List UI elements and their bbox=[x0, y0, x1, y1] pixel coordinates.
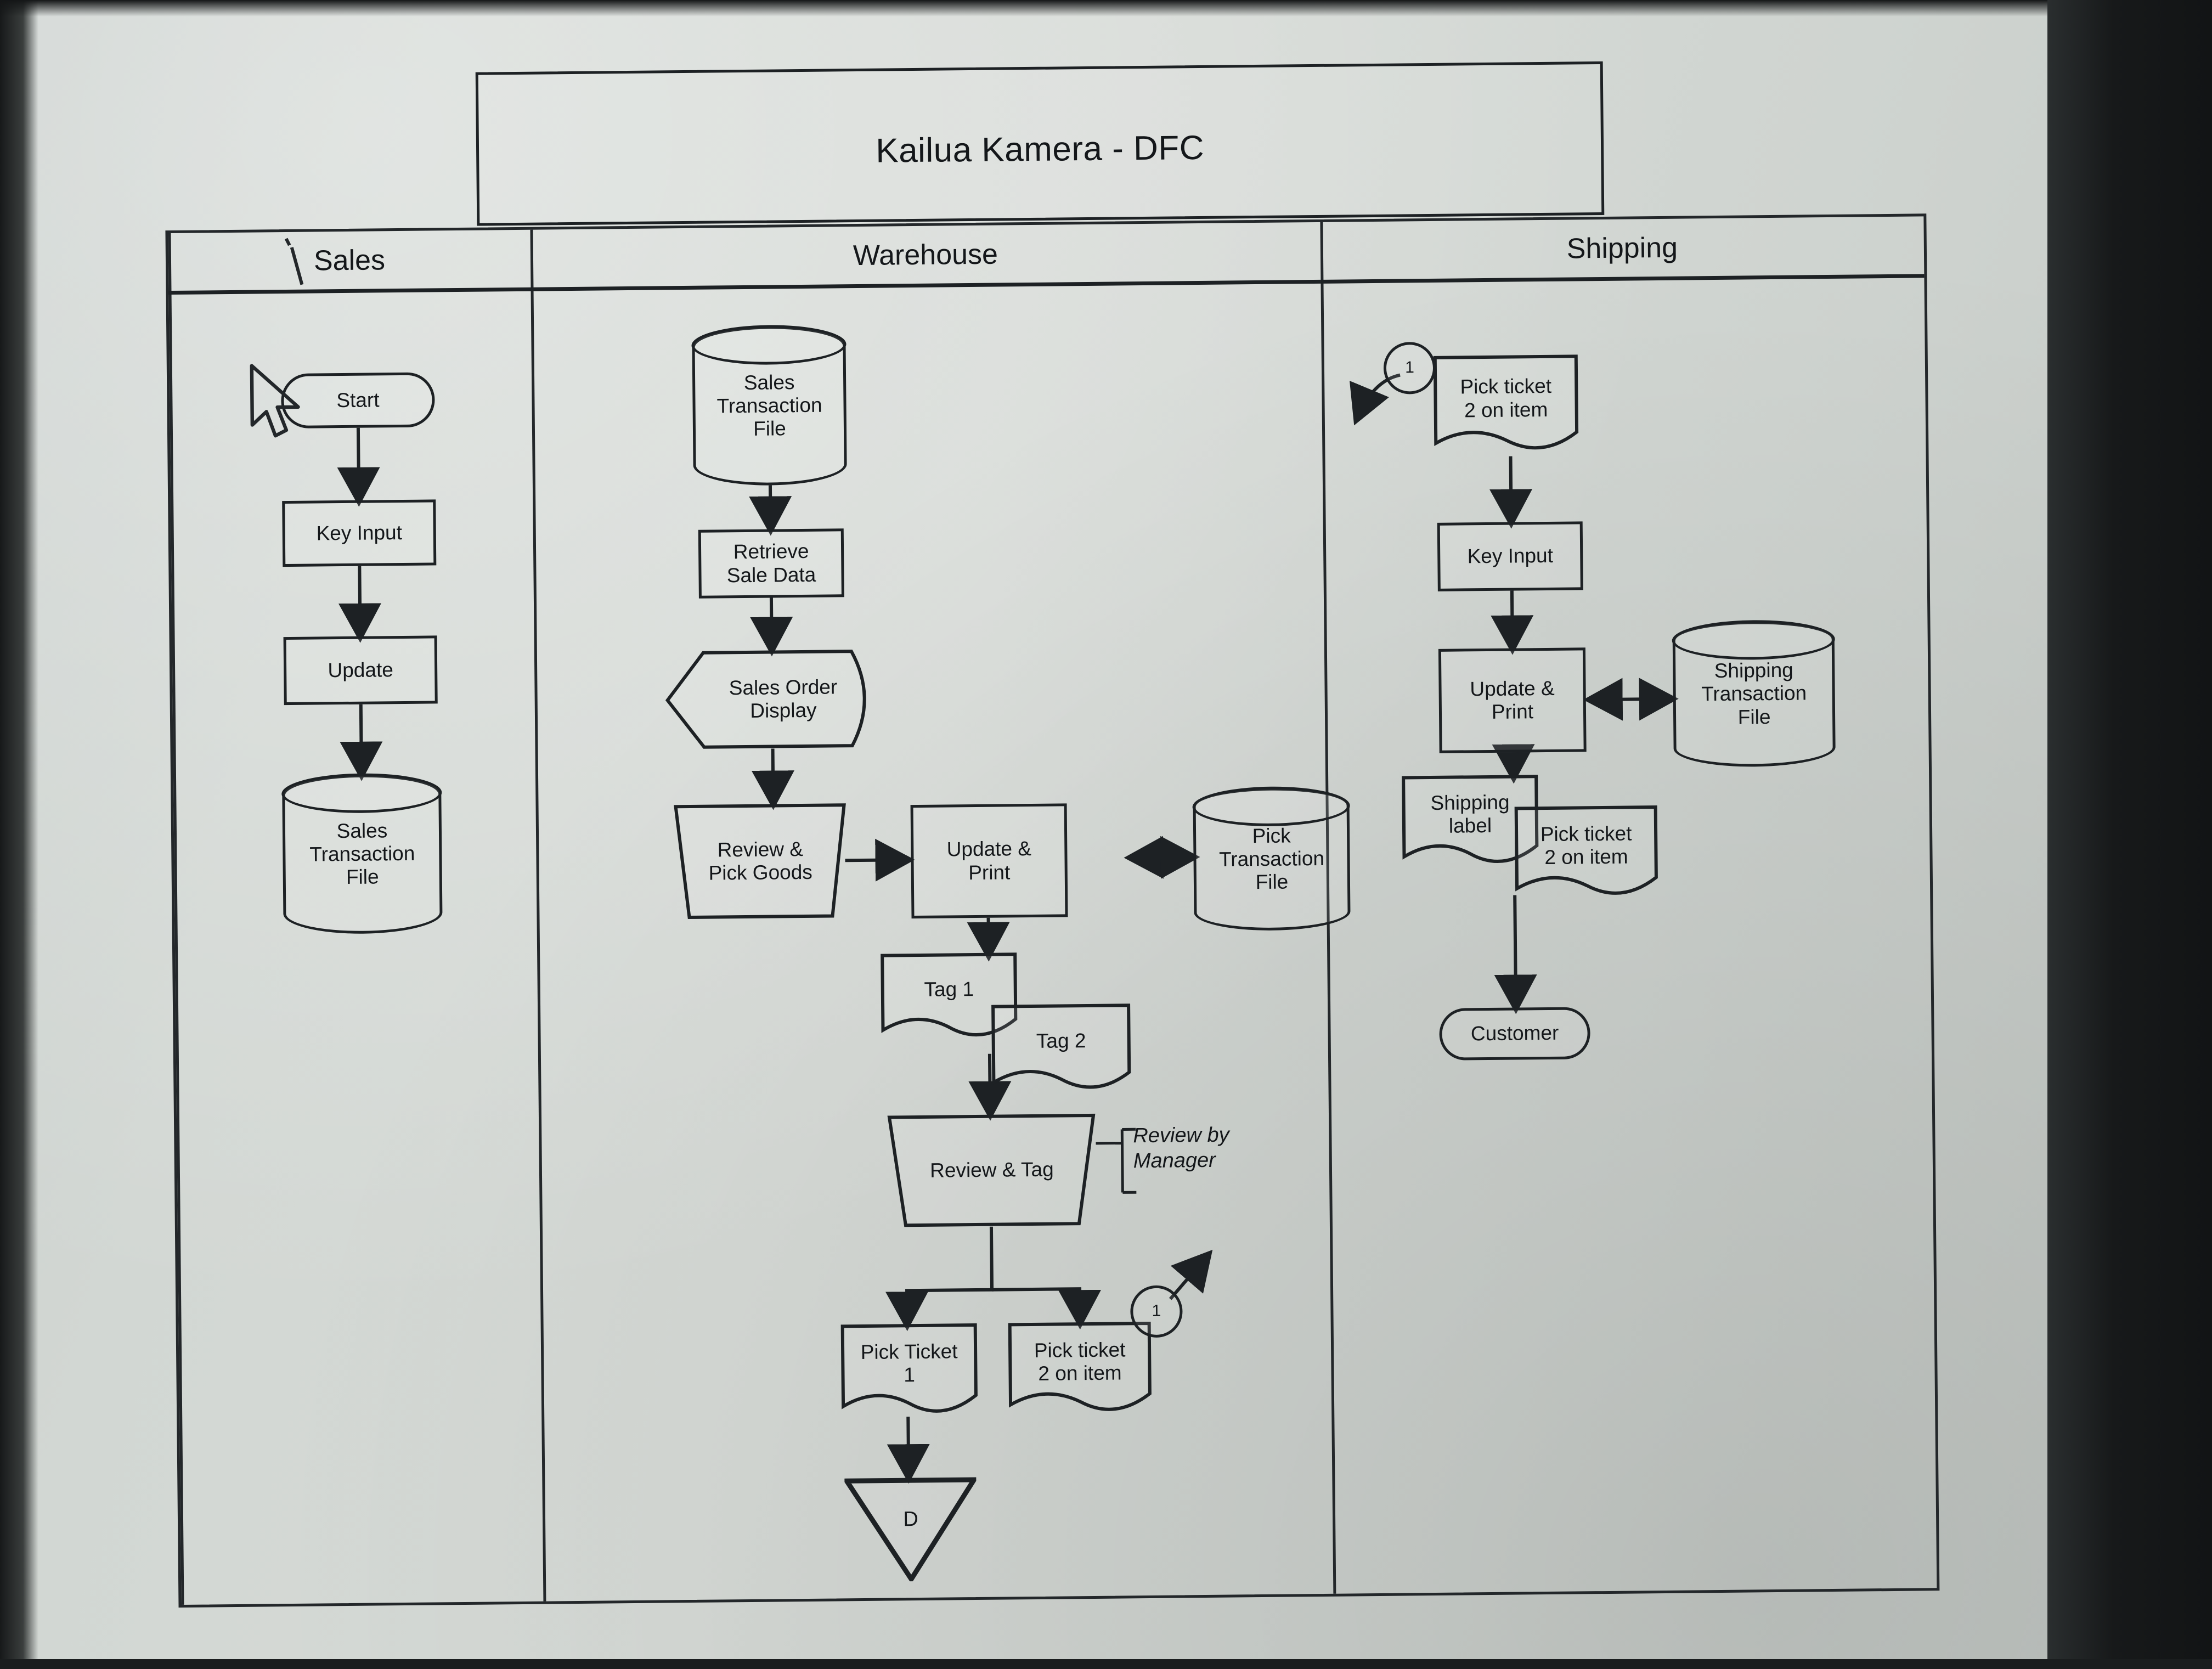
annotation-line2: Manager bbox=[1133, 1148, 1216, 1172]
node-retrieve-line1: Retrieve bbox=[733, 540, 809, 563]
node-pick-ticket-1-line1: Pick Ticket bbox=[860, 1340, 958, 1363]
node-ship-file-line2: Transaction bbox=[1701, 681, 1807, 706]
pen-mark-icon bbox=[284, 238, 304, 285]
node-sales-file-line3: File bbox=[346, 865, 379, 889]
node-review-pick-line2: Pick Goods bbox=[708, 860, 813, 884]
connector-1-wh-label: 1 bbox=[1152, 1302, 1161, 1321]
node-offpage-d[interactable]: D bbox=[844, 1476, 978, 1582]
lane-header-sales-label: Sales bbox=[313, 244, 386, 277]
node-wh-update-line2: Print bbox=[968, 860, 1011, 884]
node-sales-transaction-file-warehouse[interactable]: Sales Transaction File bbox=[691, 324, 847, 486]
node-pick-ticket-1-line2: 1 bbox=[904, 1363, 916, 1386]
connector-circle-1-warehouse[interactable]: 1 bbox=[1130, 1285, 1183, 1338]
document-shape bbox=[991, 1003, 1131, 1089]
document-shape bbox=[881, 952, 1018, 1037]
node-tag-1[interactable]: Tag 1 bbox=[880, 952, 1018, 1041]
lane-header-shipping: Shipping bbox=[1320, 216, 1925, 284]
display-shape bbox=[665, 650, 866, 749]
right-dark-background bbox=[2047, 0, 2212, 1659]
node-tag-2-label: Tag 2 bbox=[1036, 1029, 1086, 1053]
node-sales-file-line1: Sales bbox=[336, 819, 388, 842]
node-ship-pt2b-line2: 2 on item bbox=[1544, 845, 1628, 869]
node-customer-label: Customer bbox=[1470, 1022, 1559, 1045]
document-shape bbox=[1402, 775, 1539, 863]
node-wh-file-line3: File bbox=[753, 417, 786, 440]
node-review-pick-line1: Review & bbox=[717, 837, 804, 861]
node-display-line1: Sales Order bbox=[729, 675, 838, 700]
document-shape bbox=[1433, 354, 1579, 450]
node-tag-1-label: Tag 1 bbox=[924, 977, 974, 1001]
node-pick-transaction-file[interactable]: Pick Transaction File bbox=[1192, 786, 1351, 932]
connector-1-ship-label: 1 bbox=[1404, 358, 1414, 377]
lane-header-shipping-label: Shipping bbox=[1566, 232, 1678, 265]
node-key-input-sales[interactable]: Key Input bbox=[282, 499, 437, 567]
node-update-sales-label: Update bbox=[328, 658, 394, 682]
node-pick-ticket-2-wh-line2: 2 on item bbox=[1038, 1361, 1122, 1385]
node-tag-2[interactable]: Tag 2 bbox=[991, 1003, 1132, 1093]
node-shipping-label[interactable]: Shipping label bbox=[1401, 774, 1539, 869]
mouse-cursor-icon bbox=[250, 364, 300, 438]
node-key-input-shipping-label: Key Input bbox=[1467, 544, 1554, 568]
document-shape bbox=[840, 1323, 978, 1413]
document-shape bbox=[1514, 805, 1658, 895]
node-shipping-transaction-file[interactable]: Shipping Transaction File bbox=[1672, 619, 1836, 768]
node-pick-ticket-1[interactable]: Pick Ticket 1 bbox=[840, 1323, 979, 1418]
paper-sheet bbox=[0, 0, 2063, 1659]
node-review-tag[interactable]: Review & Tag bbox=[887, 1113, 1097, 1228]
node-wh-file-line1: Sales bbox=[743, 370, 795, 394]
node-start-label: Start bbox=[336, 388, 380, 412]
node-review-tag-label: Review & Tag bbox=[929, 1158, 1054, 1182]
node-wh-update-line1: Update & bbox=[946, 837, 1032, 861]
node-pick-ticket-2-shipping-in[interactable]: Pick ticket 2 on item bbox=[1433, 354, 1579, 457]
lane-header-sales: Sales bbox=[168, 229, 531, 295]
node-ship-pt2-line2: 2 on item bbox=[1464, 398, 1548, 421]
node-key-input-sales-label: Key Input bbox=[316, 521, 403, 545]
top-shadow bbox=[0, 0, 2212, 16]
node-customer[interactable]: Customer bbox=[1439, 1007, 1591, 1061]
title-box: Kailua Kamera - DFC bbox=[475, 61, 1605, 226]
connector-circle-1-shipping[interactable]: 1 bbox=[1383, 341, 1436, 394]
node-pickfile-line3: File bbox=[1255, 870, 1289, 894]
node-pickfile-line1: Pick bbox=[1252, 824, 1291, 847]
node-update-print-shipping[interactable]: Update & Print bbox=[1438, 647, 1587, 753]
lane-header-warehouse: Warehouse bbox=[530, 222, 1321, 291]
left-shadow bbox=[0, 0, 38, 1659]
document-shape bbox=[1008, 1321, 1152, 1411]
node-retrieve-line2: Sale Data bbox=[726, 563, 816, 587]
node-pick-ticket-2-wh-line1: Pick ticket bbox=[1034, 1338, 1126, 1362]
node-wh-file-line2: Transaction bbox=[716, 393, 822, 418]
node-shipping-label-line1: Shipping bbox=[1430, 791, 1510, 814]
node-ship-pt2b-line1: Pick ticket bbox=[1540, 822, 1632, 845]
inverted-triangle-shape bbox=[844, 1477, 978, 1582]
node-ship-file-line3: File bbox=[1737, 705, 1771, 729]
node-pick-ticket-2-shipping-out[interactable]: Pick ticket 2 on item bbox=[1514, 805, 1659, 901]
node-ship-update-line1: Update & bbox=[1470, 676, 1555, 701]
lane-shipping bbox=[1320, 216, 1940, 1594]
node-key-input-shipping[interactable]: Key Input bbox=[1437, 521, 1583, 591]
node-pick-ticket-2-warehouse[interactable]: Pick ticket 2 on item bbox=[1008, 1321, 1153, 1417]
node-offpage-d-label: D bbox=[903, 1508, 918, 1531]
node-sales-transaction-file-sales[interactable]: Sales Transaction File bbox=[281, 773, 443, 935]
node-retrieve-sale-data[interactable]: Retrieve Sale Data bbox=[698, 528, 844, 599]
node-review-pick-goods[interactable]: Review & Pick Goods bbox=[674, 803, 848, 920]
node-ship-file-line1: Shipping bbox=[1714, 658, 1793, 683]
node-update-print-warehouse[interactable]: Update & Print bbox=[910, 803, 1068, 919]
annotation-review-by-manager: Review by Manager bbox=[1133, 1122, 1298, 1174]
manual-operation-shape bbox=[674, 803, 846, 920]
lane-header-warehouse-label: Warehouse bbox=[853, 238, 998, 272]
node-pickfile-line2: Transaction bbox=[1218, 847, 1325, 871]
node-sales-file-line2: Transaction bbox=[309, 842, 415, 866]
node-sales-order-display[interactable]: Sales Order Display bbox=[665, 649, 880, 750]
manual-operation-shape bbox=[887, 1113, 1096, 1227]
node-update-sales[interactable]: Update bbox=[283, 635, 438, 706]
node-display-line2: Display bbox=[750, 698, 817, 722]
node-ship-pt2-line1: Pick ticket bbox=[1460, 375, 1552, 398]
page-title: Kailua Kamera - DFC bbox=[875, 128, 1205, 170]
flowchart-sheet: Kailua Kamera - DFC Sales Warehouse Ship… bbox=[165, 61, 1940, 1608]
annotation-line1: Review by bbox=[1133, 1123, 1229, 1148]
node-ship-update-line2: Print bbox=[1491, 700, 1534, 723]
